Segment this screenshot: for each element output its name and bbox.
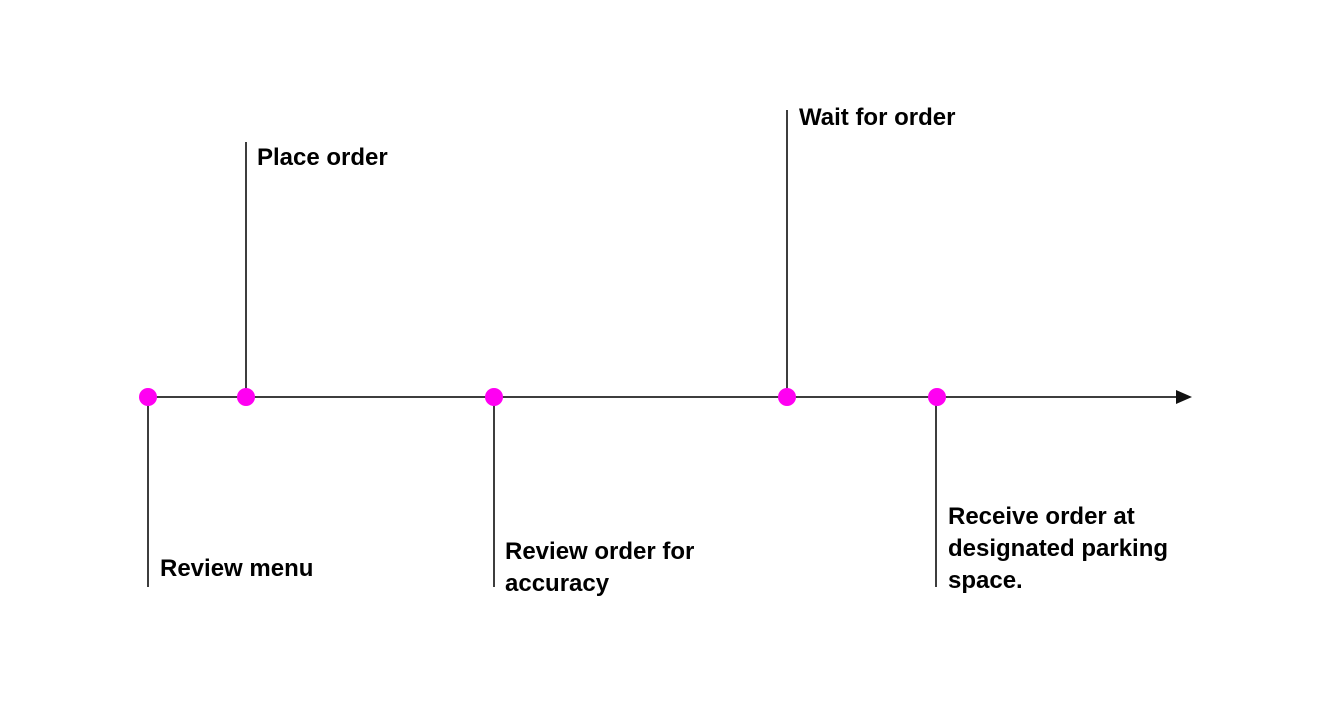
step-label: Receive order at designated parking spac… xyxy=(948,503,1169,594)
step-label: Review menu xyxy=(160,555,314,582)
step-connector-line xyxy=(493,397,495,587)
step-connector-line xyxy=(786,110,788,397)
step-connector-line xyxy=(245,142,247,397)
step-dot xyxy=(139,388,157,406)
step-dot xyxy=(928,388,946,406)
timeline-axis xyxy=(148,396,1178,398)
step-dot xyxy=(485,388,503,406)
step-label: Wait for order xyxy=(799,104,956,131)
arrow-right-icon xyxy=(1176,390,1192,404)
step-label: Review order for accuracy xyxy=(505,538,695,597)
step-connector-line xyxy=(147,397,149,587)
step-dot xyxy=(778,388,796,406)
step-dot xyxy=(237,388,255,406)
step-label: Place order xyxy=(257,144,388,171)
step-connector-line xyxy=(935,397,937,587)
